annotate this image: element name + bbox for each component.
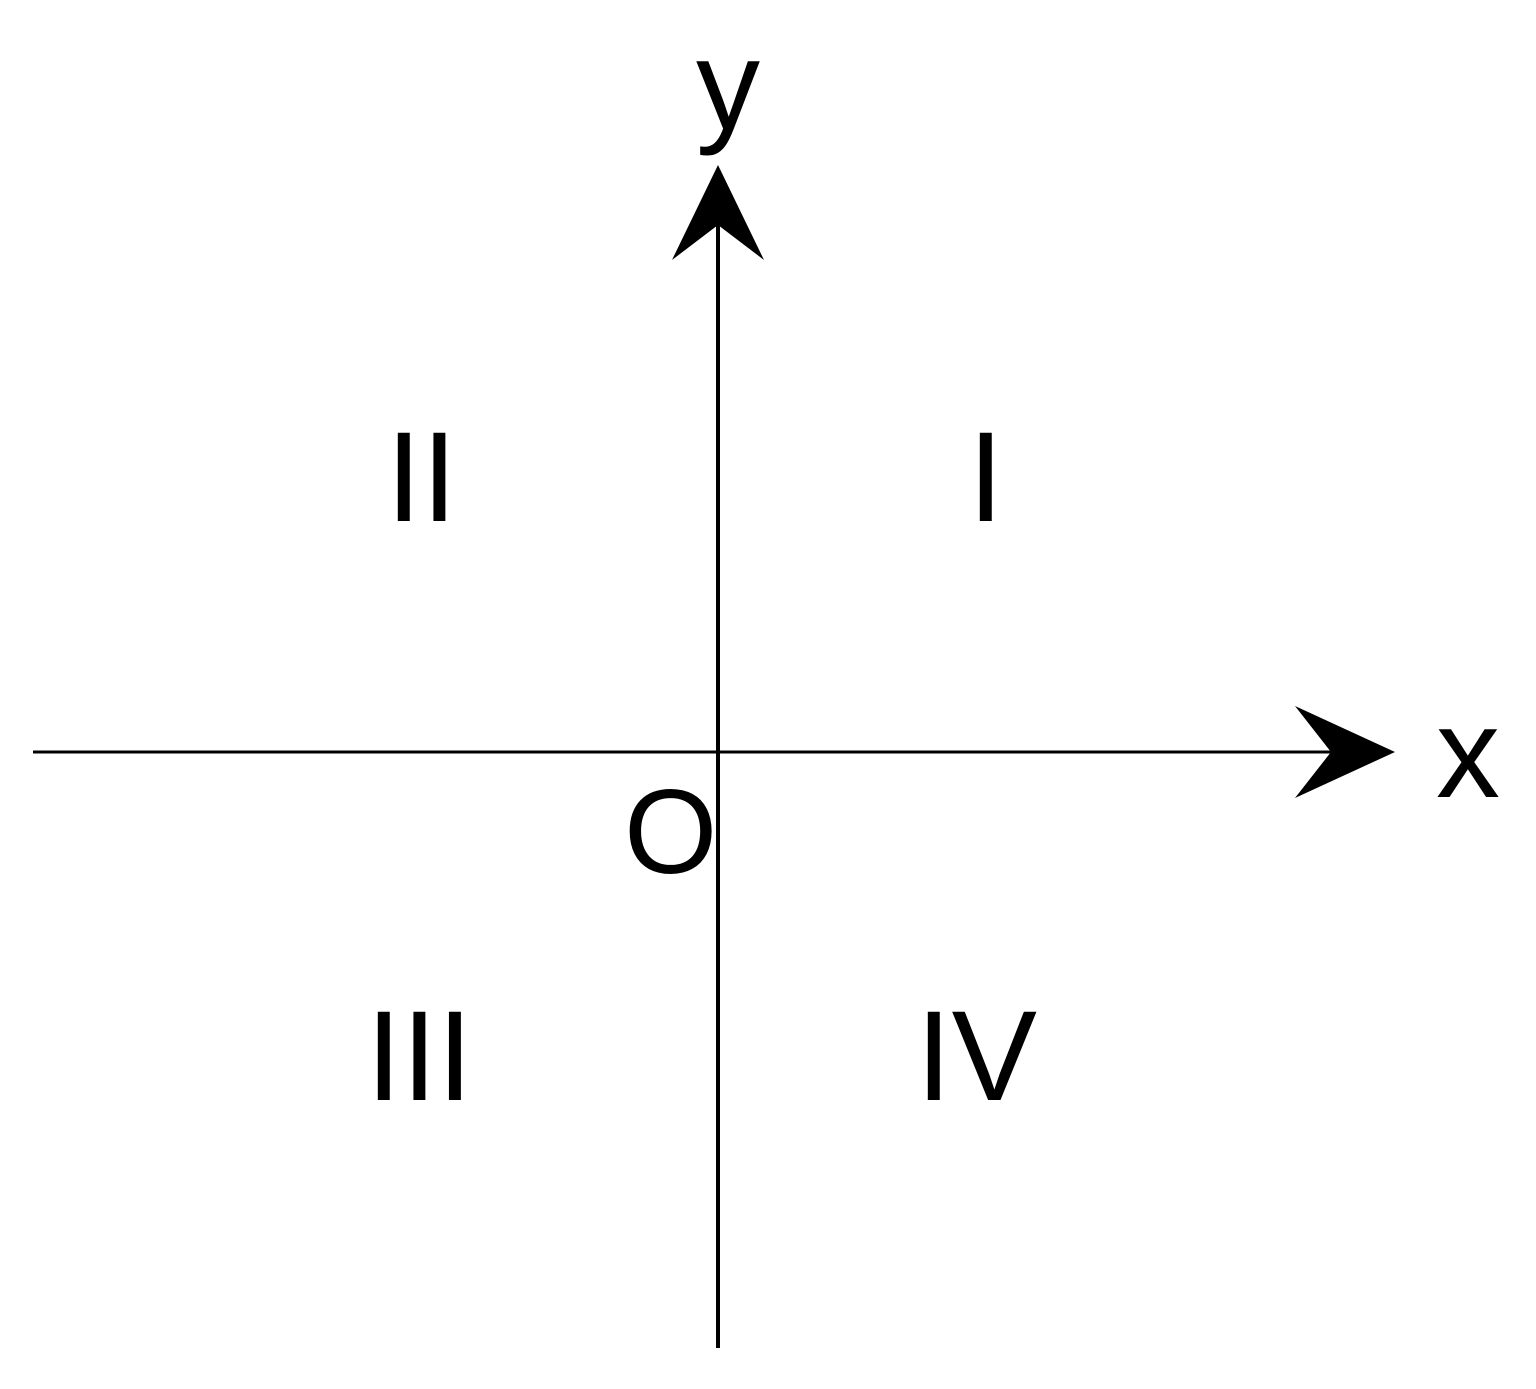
x-axis-label: x bbox=[1436, 682, 1500, 825]
quadrant-label-i: I bbox=[968, 406, 1004, 549]
quadrant-label-iii: III bbox=[366, 985, 473, 1128]
quadrant-label-ii: II bbox=[386, 406, 458, 549]
origin-label: O bbox=[624, 765, 718, 899]
arrow-right-icon bbox=[1295, 706, 1395, 798]
quadrant-label-iv: IV bbox=[916, 985, 1037, 1128]
y-axis-label: y bbox=[696, 14, 760, 157]
arrow-up-icon bbox=[672, 165, 764, 260]
